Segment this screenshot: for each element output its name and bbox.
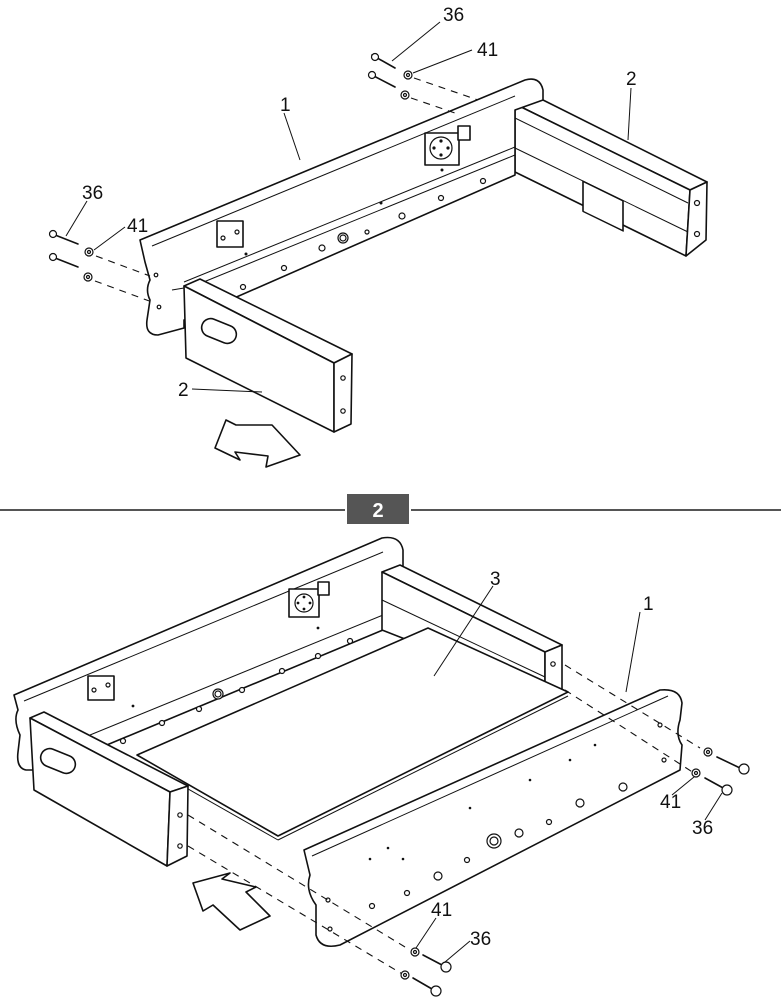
callout-side-rail: 1 xyxy=(280,95,291,116)
back-side-rail xyxy=(13,536,404,771)
callout-washer-top: 41 xyxy=(477,40,498,61)
side-rail-1 xyxy=(139,78,544,336)
step2-illustration: 3 1 41 36 41 36 xyxy=(13,536,750,997)
callout-screw-right: 36 xyxy=(692,818,713,839)
callout-front-side-rail: 1 xyxy=(643,594,654,615)
callout-end-panel-front: 2 xyxy=(178,380,189,401)
callout-screw-top: 36 xyxy=(443,5,464,26)
callout-screw-left: 36 xyxy=(82,183,103,204)
callout-bottom-board: 3 xyxy=(490,569,501,590)
direction-arrow-step2 xyxy=(192,872,271,931)
front-end-panel xyxy=(29,711,189,867)
hardware-left xyxy=(48,229,153,303)
hardware-right xyxy=(691,747,750,796)
callout-washer-right: 41 xyxy=(660,792,681,813)
callout-washer-left: 41 xyxy=(127,216,148,237)
hardware-bottom xyxy=(400,947,452,997)
hardware-top xyxy=(367,52,479,114)
end-panel-front xyxy=(183,278,353,433)
step-divider: 2 xyxy=(0,494,781,524)
front-side-rail xyxy=(303,688,683,948)
step-badge xyxy=(347,494,409,524)
callout-end-panel-right: 2 xyxy=(626,69,637,90)
callout-screw-bottom: 36 xyxy=(470,929,491,950)
step-number: 2 xyxy=(372,500,383,522)
direction-arrow-step1 xyxy=(214,419,301,468)
step1-illustration: 36 41 1 2 36 41 2 xyxy=(48,5,708,468)
callout-washer-bottom: 41 xyxy=(431,900,452,921)
end-panel-right xyxy=(514,96,708,257)
